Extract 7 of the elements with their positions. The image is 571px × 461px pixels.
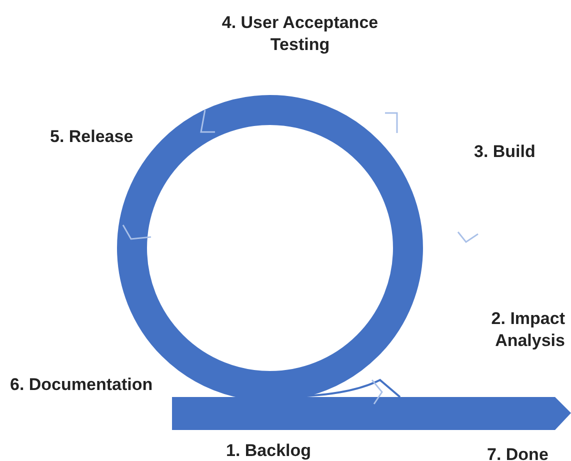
step-label: 2. Impact Analysis (490, 308, 565, 352)
step-label: 1. Backlog (226, 440, 312, 461)
step-label: 4. User Acceptance Testing (220, 12, 380, 56)
step-label: 6. Documentation (10, 374, 154, 396)
step-label: 3. Build (474, 141, 536, 163)
step-label: 5. Release (50, 126, 134, 148)
step-label: 7. Done (487, 444, 550, 461)
